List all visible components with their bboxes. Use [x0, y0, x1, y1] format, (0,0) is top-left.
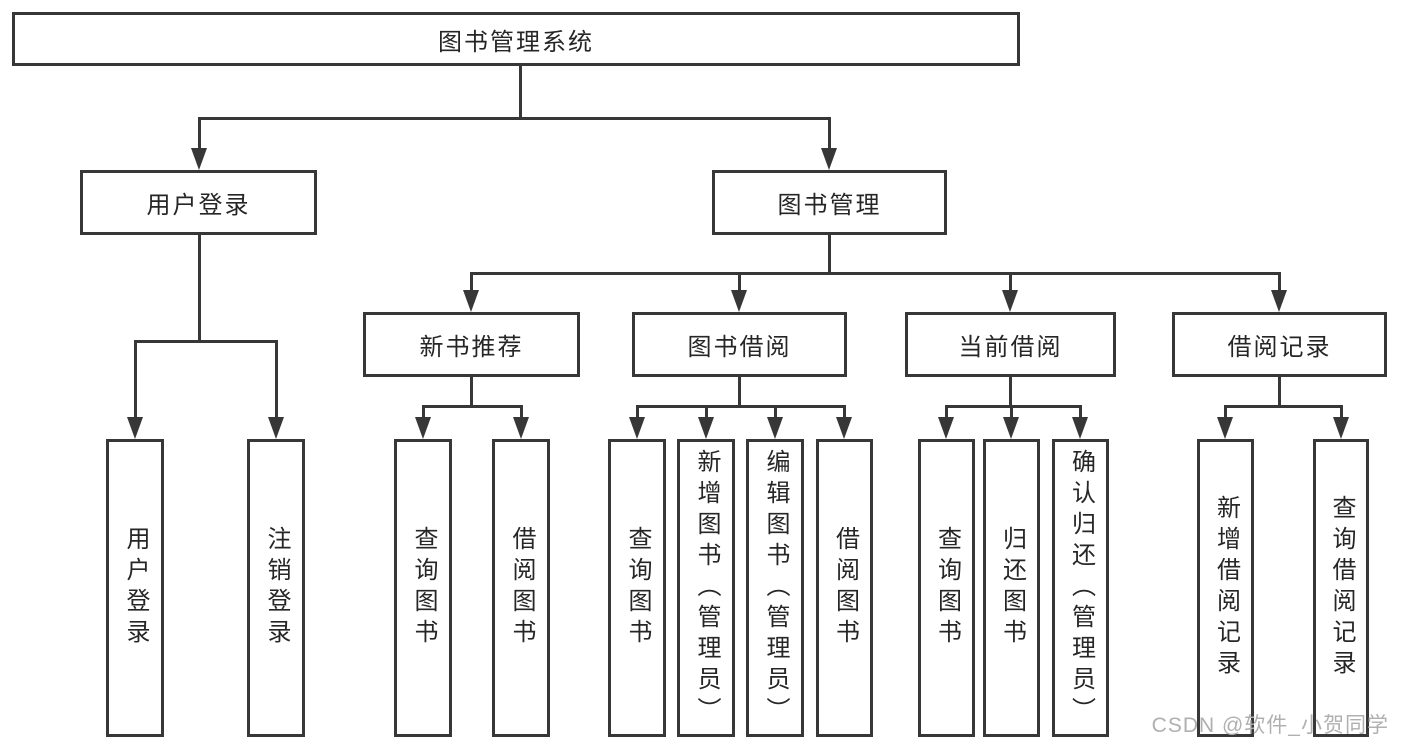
node-book-borrowing: 图书借阅	[632, 312, 847, 377]
leaf-query-books-recommend: 查询图书	[394, 439, 452, 737]
connector-line	[519, 66, 522, 120]
arrow-down-icon	[767, 417, 783, 439]
arrow-down-icon	[836, 417, 852, 439]
node-book-management: 图书管理	[712, 170, 947, 235]
connector-line	[198, 118, 201, 160]
leaf-add-borrow-record: 新增借阅记录	[1197, 439, 1254, 737]
connector-line	[470, 272, 1281, 275]
node-root-library-management-system: 图书管理系统	[12, 12, 1020, 66]
connector-line	[828, 118, 831, 160]
arrow-down-icon	[629, 417, 645, 439]
connector-line	[275, 341, 278, 429]
arrow-down-icon	[513, 417, 529, 439]
leaf-query-books-current: 查询图书	[918, 439, 975, 737]
leaf-query-borrow-record: 查询借阅记录	[1313, 439, 1369, 737]
node-current-borrowing: 当前借阅	[905, 312, 1116, 377]
node-label: 图书管理	[777, 192, 882, 219]
leaf-return-books: 归还图书	[983, 439, 1040, 737]
connector-line	[470, 377, 473, 408]
connector-line	[1009, 273, 1012, 302]
arrow-down-icon	[938, 417, 954, 439]
node-label: 注销登录	[263, 526, 290, 650]
arrow-down-icon	[268, 417, 284, 439]
node-label: 编辑图书（管理员）	[762, 448, 789, 728]
arrow-down-icon	[1003, 417, 1019, 439]
connector-line	[828, 235, 831, 275]
connector-line	[1009, 377, 1012, 408]
node-label: 当前借阅	[958, 334, 1063, 361]
leaf-borrow-books-recommend: 借阅图书	[492, 439, 550, 737]
arrow-down-icon	[1072, 417, 1088, 439]
node-label: 借阅图书	[831, 526, 859, 650]
leaf-borrow-books: 借阅图书	[816, 439, 873, 737]
arrow-down-icon	[1217, 417, 1233, 439]
arrow-down-icon	[127, 417, 143, 439]
leaf-add-books-admin: 新增图书（管理员）	[677, 439, 735, 737]
leaf-logout: 注销登录	[247, 439, 305, 737]
csdn-watermark: CSDN @软件_小贺同学	[1151, 714, 1389, 737]
node-label: 图书管理系统	[438, 28, 594, 56]
node-label: 新增图书（管理员）	[693, 448, 720, 728]
node-label: 借阅记录	[1227, 334, 1332, 361]
connector-line	[636, 405, 846, 408]
node-label: 归还图书	[998, 526, 1026, 650]
connector-line	[738, 273, 741, 302]
leaf-confirm-return-admin: 确认归还（管理员）	[1052, 439, 1109, 737]
connector-line	[198, 235, 201, 343]
node-label: 新增借阅记录	[1212, 495, 1240, 681]
node-label: 图书借阅	[687, 334, 792, 361]
node-user-login: 用户登录	[80, 170, 317, 235]
connector-line	[134, 340, 278, 343]
arrow-down-icon	[1271, 290, 1287, 312]
connector-line	[134, 341, 137, 429]
arrow-down-icon	[191, 148, 207, 170]
leaf-query-books: 查询图书	[608, 439, 666, 737]
arrow-down-icon	[415, 417, 431, 439]
connector-line	[1278, 377, 1281, 408]
arrow-down-icon	[731, 290, 747, 312]
node-label: 确认归还（管理员）	[1067, 448, 1095, 728]
node-new-book-recommend: 新书推荐	[363, 312, 580, 377]
arrow-down-icon	[698, 417, 714, 439]
node-borrowing-records: 借阅记录	[1172, 312, 1387, 377]
node-label: 借阅图书	[508, 526, 535, 650]
arrow-down-icon	[1333, 417, 1349, 439]
arrow-down-icon	[821, 148, 837, 170]
leaf-user-login: 用户登录	[106, 439, 164, 737]
connector-line	[198, 117, 831, 120]
arrow-down-icon	[463, 290, 479, 312]
leaf-edit-books-admin: 编辑图书（管理员）	[746, 439, 804, 737]
connector-line	[945, 405, 1082, 408]
connector-line	[1224, 405, 1343, 408]
connector-line	[1278, 273, 1281, 302]
node-label: 查询借阅记录	[1328, 495, 1355, 681]
node-label: 用户登录	[146, 192, 251, 219]
node-label: 新书推荐	[419, 334, 524, 361]
node-label: 查询图书	[624, 526, 651, 650]
node-label: 查询图书	[410, 526, 437, 650]
node-label: 用户登录	[122, 526, 149, 650]
connector-line	[470, 273, 473, 302]
connector-line	[422, 405, 523, 408]
arrow-down-icon	[1002, 290, 1018, 312]
node-label: 查询图书	[933, 526, 961, 650]
connector-line	[738, 377, 741, 408]
